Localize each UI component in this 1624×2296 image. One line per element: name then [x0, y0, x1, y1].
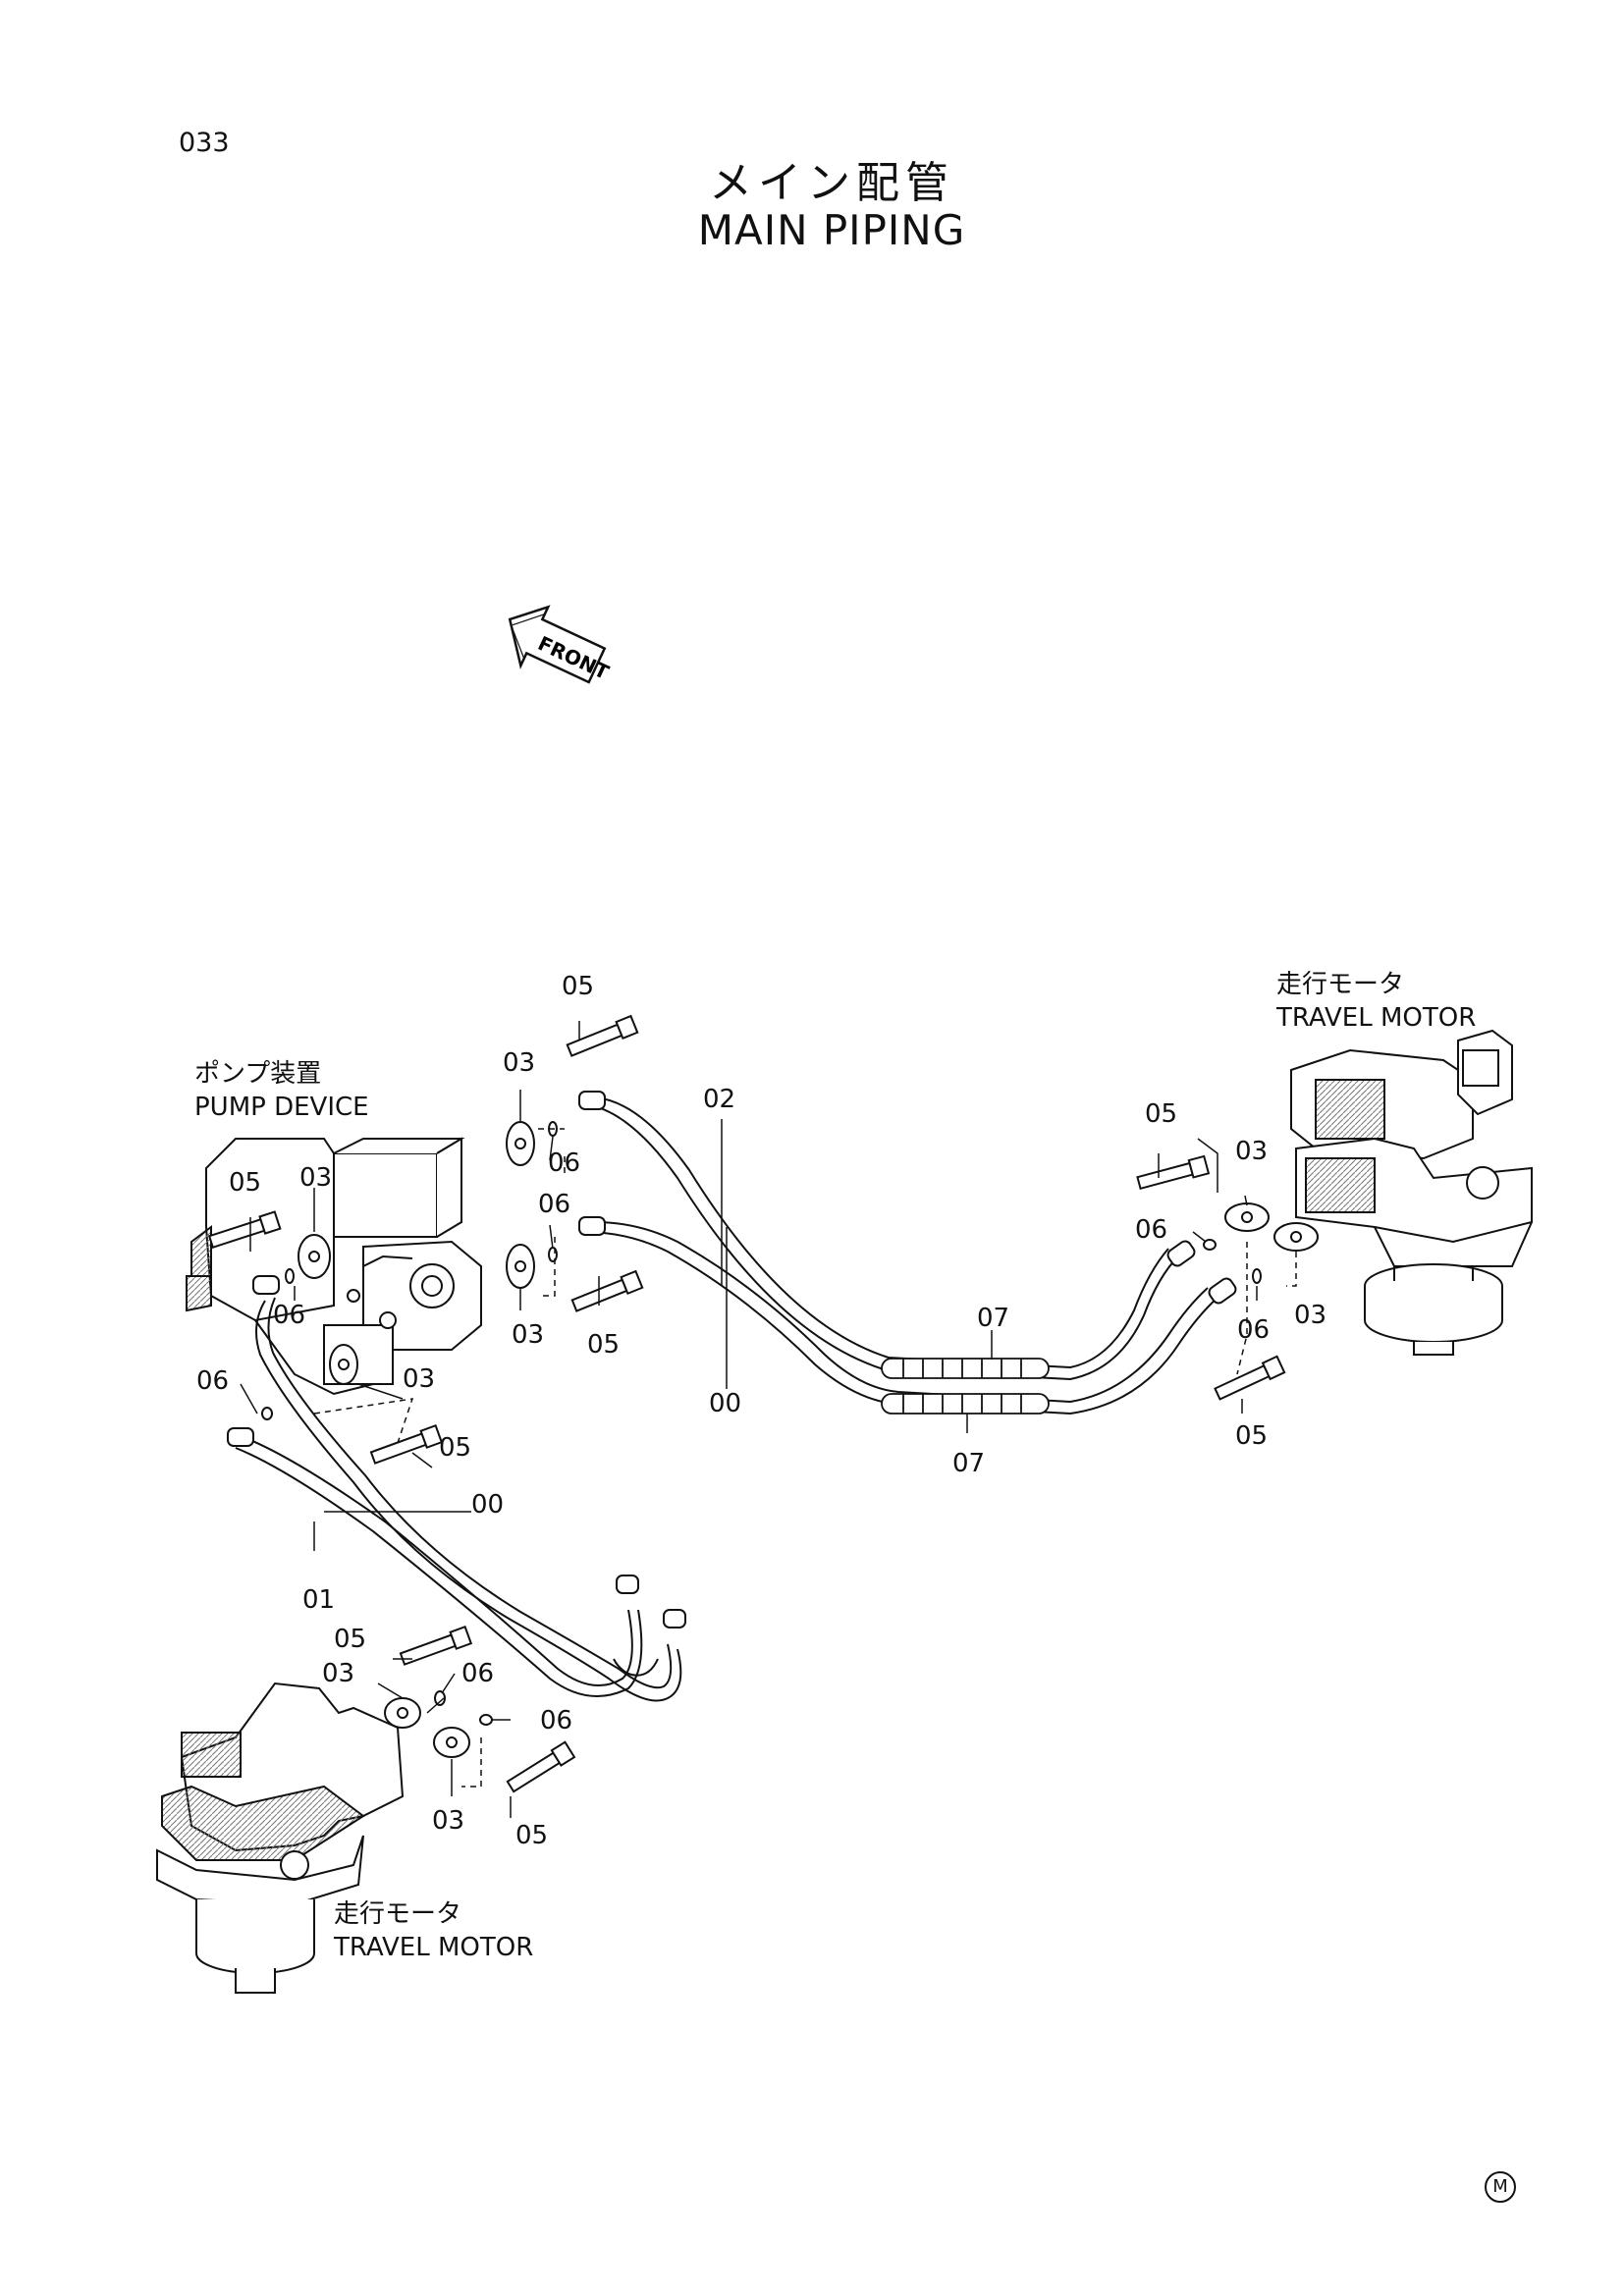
- callout-03: 03: [403, 1364, 436, 1394]
- callout-01: 01: [302, 1585, 336, 1615]
- callout-03: 03: [1294, 1301, 1327, 1330]
- callout-06: 06: [1135, 1215, 1168, 1245]
- pump-device-label-en: PUMP DEVICE: [194, 1093, 369, 1122]
- o-rings: [261, 1121, 1262, 1726]
- pump-device-drawing: [186, 1137, 482, 1396]
- callout-05: 05: [334, 1625, 367, 1654]
- callout-03: 03: [503, 1048, 536, 1078]
- callout-05: 05: [1235, 1421, 1269, 1451]
- callout-00: 00: [471, 1490, 505, 1520]
- page-title-japanese: メイン配管: [709, 158, 954, 208]
- travel-motor-right-label: 走行モータ TRAVEL MOTOR: [1276, 968, 1476, 1035]
- hose-fittings: [227, 1091, 1237, 1629]
- callout-06: 06: [538, 1190, 571, 1219]
- callout-06: 06: [1237, 1315, 1271, 1345]
- travel-motor-left-label-en: TRAVEL MOTOR: [334, 1933, 534, 1962]
- bolts: [207, 1014, 1286, 1793]
- split-flanges: [298, 1121, 1319, 1758]
- travel-motor-left-label: 走行モータ TRAVEL MOTOR: [334, 1897, 533, 1964]
- callout-06: 06: [461, 1659, 495, 1688]
- page-title: MAIN PIPING: [697, 206, 966, 254]
- callout-06: 06: [273, 1301, 306, 1330]
- leader-lines: [240, 1021, 1297, 1818]
- callout-03: 03: [299, 1163, 333, 1193]
- front-arrow-icon: FRONT: [508, 605, 613, 684]
- callout-03: 03: [1235, 1137, 1269, 1166]
- callout-02: 02: [703, 1085, 736, 1114]
- callout-05: 05: [229, 1168, 262, 1198]
- callout-06: 06: [540, 1706, 573, 1735]
- callout-03: 03: [512, 1320, 545, 1350]
- callout-06: 06: [196, 1366, 230, 1396]
- travel-motor-right-label-en: TRAVEL MOTOR: [1276, 1003, 1477, 1033]
- corner-mark: M: [1485, 2171, 1516, 2203]
- page-code: 033: [179, 128, 230, 158]
- hoses: [235, 1096, 1218, 1702]
- callout-07: 07: [977, 1304, 1010, 1333]
- travel-motor-left-label-jp: 走行モータ: [334, 1899, 462, 1929]
- travel-motor-right-drawing: [1290, 1029, 1533, 1356]
- callout-03: 03: [432, 1806, 465, 1836]
- callout-00: 00: [709, 1389, 742, 1418]
- callout-07: 07: [952, 1449, 986, 1478]
- callout-03: 03: [322, 1659, 355, 1688]
- callout-05: 05: [515, 1821, 549, 1850]
- pump-device-label-jp: ポンプ装置: [194, 1059, 322, 1089]
- callout-05: 05: [587, 1330, 621, 1360]
- travel-motor-right-label-jp: 走行モータ: [1276, 970, 1405, 999]
- callout-05: 05: [439, 1433, 472, 1463]
- callout-05: 05: [562, 972, 595, 1001]
- callout-06: 06: [548, 1148, 581, 1178]
- pump-device-label: ポンプ装置 PUMP DEVICE: [194, 1057, 369, 1124]
- protector-sleeves: [881, 1358, 1050, 1415]
- callout-05: 05: [1145, 1099, 1178, 1129]
- travel-motor-left-drawing: [156, 1682, 405, 1994]
